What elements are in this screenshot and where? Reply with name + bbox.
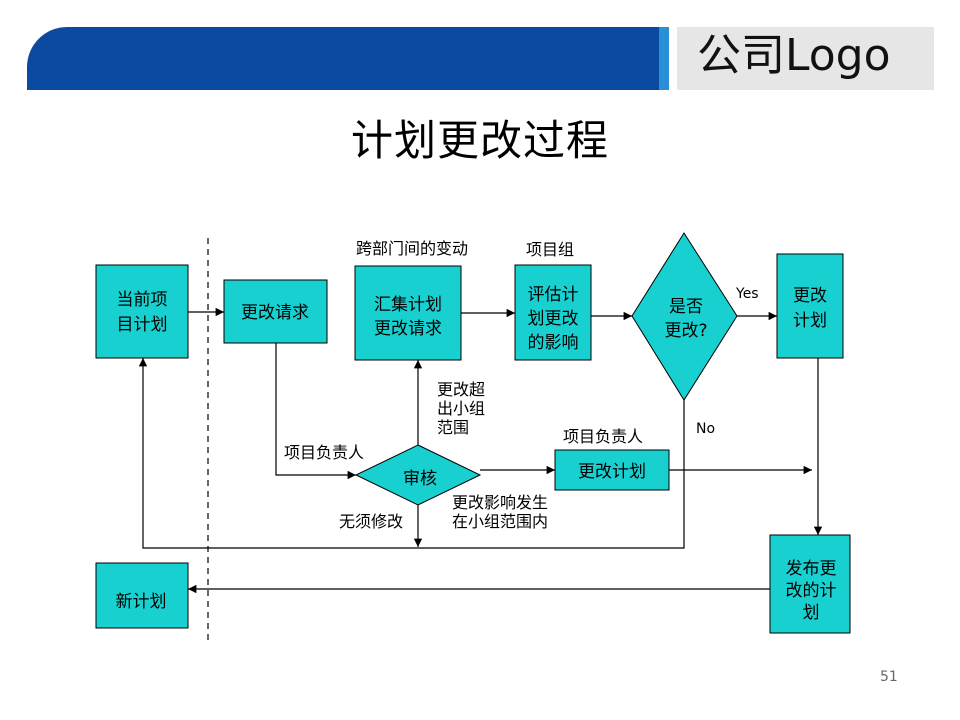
within-team-line-1: 更改影响发生	[452, 493, 548, 512]
publish-plan-line-3: 划	[803, 603, 820, 623]
collect-requests-box	[354, 265, 462, 361]
assess-impact-line-3: 的影响	[528, 333, 579, 353]
company-logo: 公司Logo	[697, 30, 891, 81]
current-plan-line-1: 当前项	[117, 290, 168, 310]
beyond-team-line-1: 更改超	[437, 380, 485, 399]
change-plan-right-box	[776, 253, 844, 359]
review-label: 审核	[403, 469, 437, 489]
no-label: No	[696, 421, 715, 437]
assess-impact-box	[514, 264, 592, 361]
yes-label: Yes	[735, 286, 759, 302]
publish-plan-line-2: 改的计	[786, 581, 837, 601]
beyond-team-line-2: 出小组	[437, 399, 485, 418]
cross-dept-label: 跨部门间的变动	[356, 239, 468, 258]
pm-left-label: 项目负责人	[284, 443, 364, 462]
pm-mid-label: 项目负责人	[563, 427, 643, 446]
project-team-label: 项目组	[526, 240, 574, 259]
beyond-team-line-3: 范围	[437, 418, 469, 437]
new-plan-label: 新计划	[116, 592, 167, 612]
change-request-label: 更改请求	[241, 303, 309, 323]
banner-accent-bar	[659, 27, 669, 90]
change-plan-right-line-1: 更改	[793, 286, 827, 306]
assess-impact-line-1: 评估计	[528, 285, 579, 305]
current-plan-box	[95, 264, 189, 359]
decision-line-2: 更改?	[664, 321, 707, 341]
decision-line-1: 是否	[669, 297, 703, 317]
collect-requests-line-2: 更改请求	[374, 319, 442, 339]
header-banner	[27, 27, 934, 90]
current-plan-line-2: 目计划	[117, 315, 168, 335]
banner-logo-area	[677, 27, 934, 90]
change-plan-mid-label: 更改计划	[578, 462, 646, 482]
arrow-request-to-review	[275, 343, 356, 480]
new-plan-box	[95, 562, 189, 629]
banner-blue-bar	[27, 27, 659, 90]
assess-impact-line-2: 划更改	[528, 309, 579, 329]
publish-plan-line-1: 发布更	[786, 559, 837, 579]
change-plan-mid-box	[554, 449, 670, 491]
page-number: 51	[880, 669, 898, 685]
collect-requests-line-1: 汇集计划	[374, 295, 442, 315]
change-plan-right-line-2: 计划	[793, 311, 827, 331]
publish-plan-box	[769, 534, 851, 634]
within-team-line-2: 在小组范围内	[452, 512, 548, 531]
page-title: 计划更改过程	[350, 116, 609, 165]
arrow-decision-no-loop	[138, 358, 685, 549]
no-change-label: 无须修改	[339, 512, 403, 531]
